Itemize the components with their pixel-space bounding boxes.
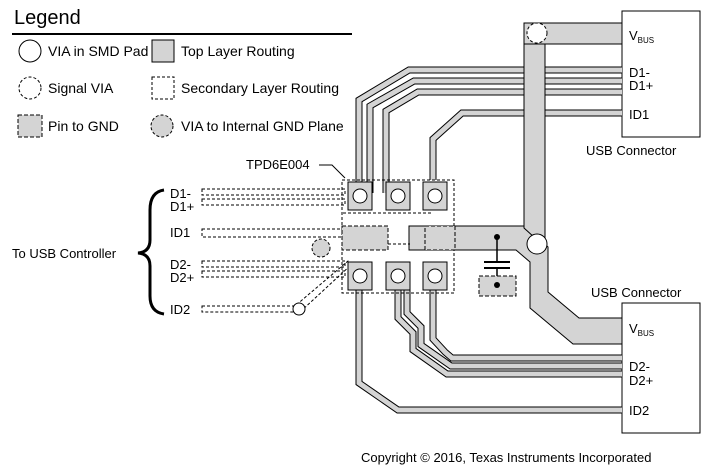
usb-connector-top-title: USB Connector — [586, 143, 677, 158]
usb-connector-top: VBUS D1- D1+ ID1 USB Connector — [586, 10, 701, 158]
pin-id2-via — [427, 268, 443, 284]
controller-side-labels: D1- D1+ ID1 D2- D2+ ID2 To USB Controlle… — [12, 186, 194, 317]
legend-via-gnd-plane-label: VIA to Internal GND Plane — [181, 118, 344, 134]
left-id2-label: ID2 — [170, 302, 190, 317]
usb-connector-top-vbus-label: VBUS — [629, 28, 654, 45]
vbus-smd-via — [526, 233, 548, 255]
pin-d2-plus-via — [390, 268, 406, 284]
d2-third-trace — [430, 290, 622, 361]
usb-connector-bottom-id-label: ID2 — [629, 403, 649, 418]
id2-signal-via — [292, 302, 306, 316]
left-d2-minus-label: D2- — [170, 257, 191, 272]
d2-minus-secondary-trace — [201, 260, 346, 268]
id2-secondary-trace — [201, 260, 353, 313]
usb-connector-top-d-plus-label: D1+ — [629, 78, 653, 93]
left-d1-plus-label: D1+ — [170, 199, 194, 214]
pin-gnd-legend-icon — [17, 114, 43, 138]
pin-gnd-pad — [341, 225, 389, 251]
legend: Legend VIA in SMD Pad Top Layer Routing … — [12, 7, 352, 138]
pin-vbus-pad — [424, 225, 456, 251]
legend-title: Legend — [14, 7, 81, 29]
gnd-plane-via-legend-icon — [150, 114, 174, 138]
usb-connector-bottom-title: USB Connector — [591, 285, 682, 300]
d1-plus-trace — [367, 78, 622, 193]
pin-d1-plus-via — [390, 188, 406, 204]
left-d1-minus-label: D1- — [170, 186, 191, 201]
d1-minus-secondary-trace — [201, 188, 346, 196]
d1-minus-trace — [356, 67, 622, 193]
copyright-notice: Copyright © 2016, Texas Instruments Inco… — [361, 450, 651, 465]
top-routing-legend-icon — [151, 39, 175, 63]
chip-outline — [341, 179, 455, 294]
legend-pin-gnd-label: Pin to GND — [48, 118, 119, 134]
legend-secondary-routing-label: Secondary Layer Routing — [181, 80, 339, 96]
vbus-capacitor — [478, 234, 517, 297]
d1-plus2-trace — [383, 89, 622, 193]
d2-plus-secondary-trace — [201, 270, 346, 278]
usb-connector-bottom-vbus-label: VBUS — [629, 321, 654, 338]
chip-name-label: TPD6E004 — [246, 157, 310, 172]
capacitor-gnd-dot — [494, 282, 500, 288]
top-layer-routing — [355, 22, 623, 414]
usb-connector-top-body — [621, 10, 701, 138]
d1-plus-secondary-trace — [201, 198, 346, 206]
usb-connector-bottom-body — [621, 302, 701, 434]
usb-connector-top-id-label: ID1 — [629, 107, 649, 122]
vbus-riser-band — [523, 43, 546, 249]
vbus-top-signal-via — [526, 22, 548, 44]
capacitor-junction-dot — [494, 234, 500, 240]
d2-minus-trace — [395, 290, 622, 377]
signal-via-legend-icon — [18, 76, 42, 100]
usb-connector-bottom-d-plus-label: D2+ — [629, 373, 653, 388]
legend-top-routing-label: Top Layer Routing — [181, 43, 295, 59]
legend-via-smd-label: VIA in SMD Pad — [48, 43, 148, 59]
id2-trace — [356, 290, 622, 413]
d2-plus-trace — [404, 290, 622, 369]
usb-connector-bottom-d-minus-label: D2- — [629, 359, 650, 374]
legend-signal-via-label: Signal VIA — [48, 80, 114, 96]
tpd6e004-chip: TPD6E004 — [246, 157, 456, 294]
usb-connector-bottom: VBUS D2- D2+ ID2 USB Connector — [591, 285, 701, 434]
secondary-layer-routing — [201, 188, 433, 313]
to-usb-controller-label: To USB Controller — [12, 246, 117, 261]
pin-id1-via — [427, 188, 443, 204]
chip-name-leader — [319, 164, 346, 179]
left-id1-label: ID1 — [170, 225, 190, 240]
controller-brace — [137, 188, 165, 316]
pin-d1-minus-via — [352, 188, 368, 204]
secondary-routing-legend-icon — [151, 76, 175, 100]
via-smd-legend-icon — [18, 39, 42, 63]
usb-connector-top-d-minus-label: D1- — [629, 65, 650, 80]
pin-d2-minus-via — [352, 268, 368, 284]
vbus-top-band — [523, 22, 623, 45]
vbus-main-band — [408, 225, 623, 345]
gnd-plane-via — [311, 238, 331, 258]
id1-secondary-trace — [201, 228, 346, 238]
left-d2-plus-label: D2+ — [170, 270, 194, 285]
